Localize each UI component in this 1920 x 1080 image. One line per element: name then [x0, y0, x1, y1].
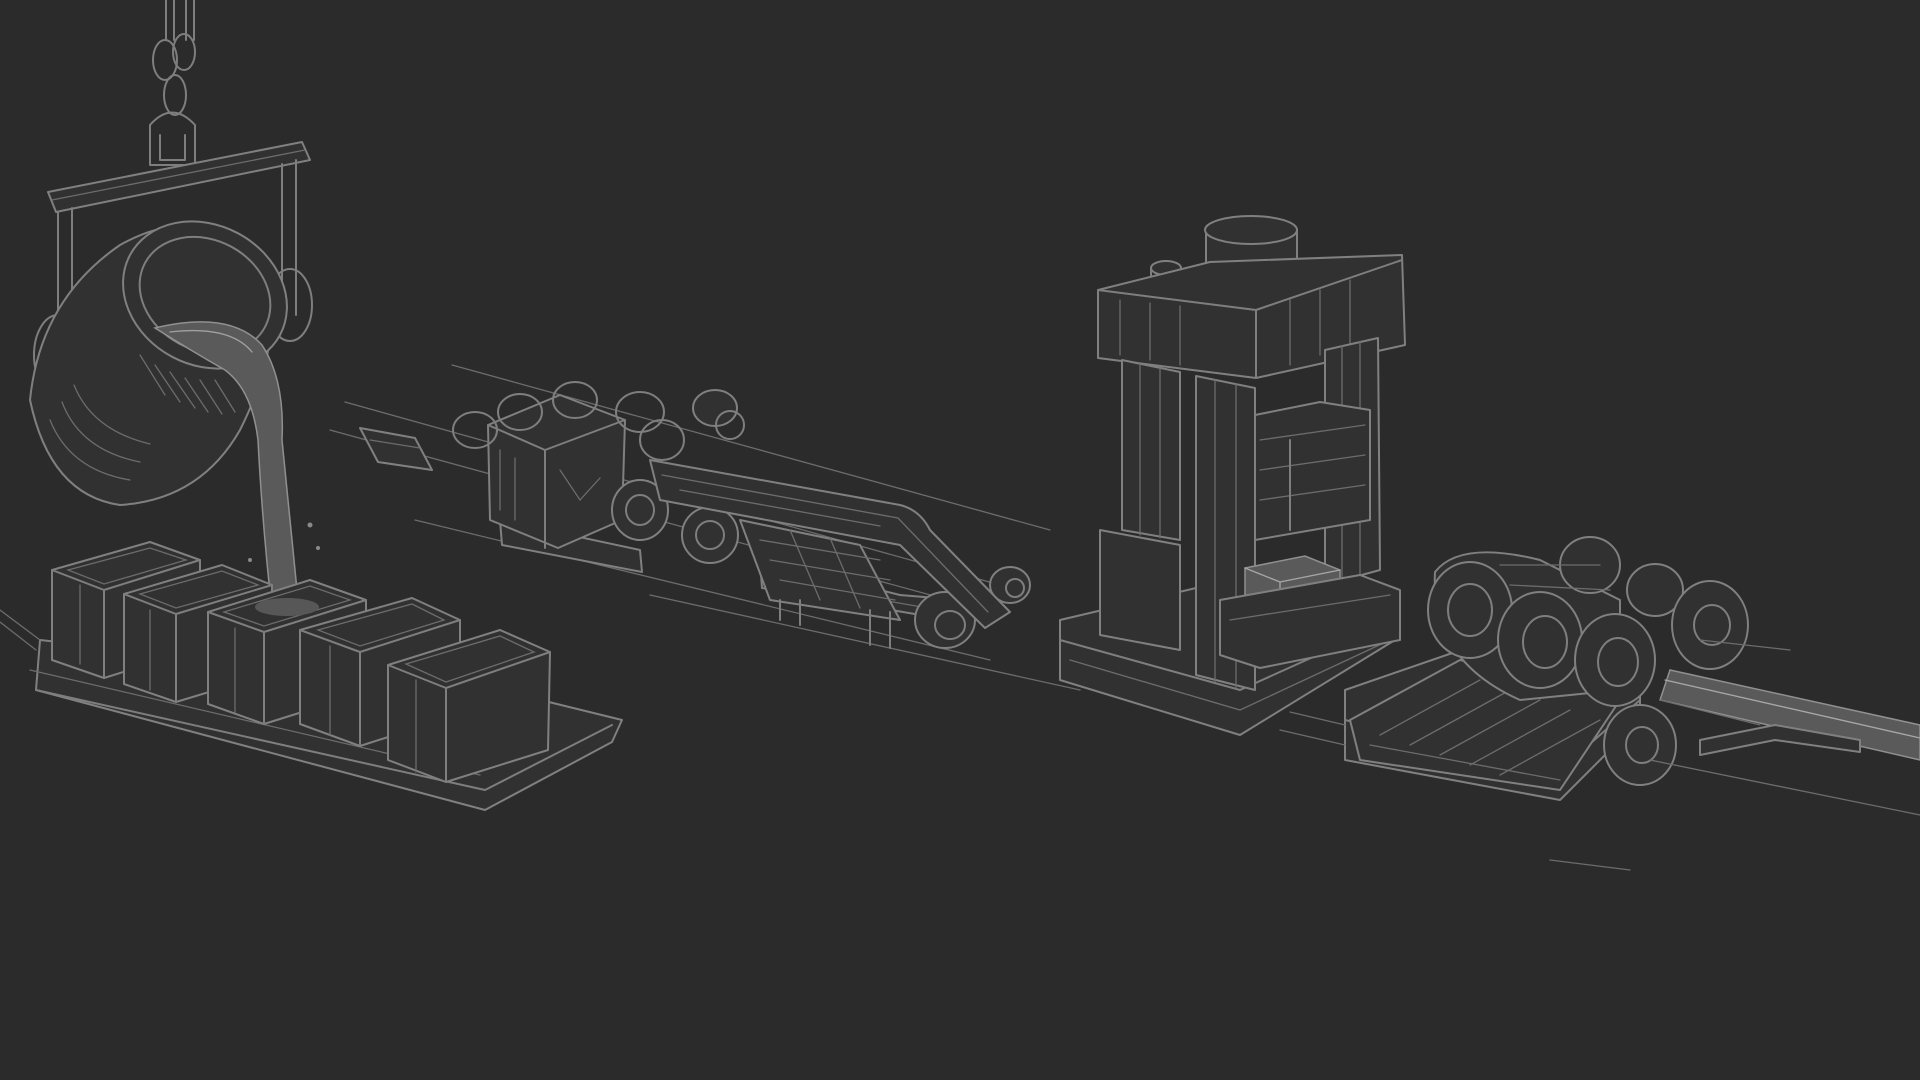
mill-outfeed-table: [1649, 639, 1920, 816]
mill-output-strip: [1659, 669, 1920, 761]
conveyor-chute: [649, 459, 1011, 629]
rolling-mill-stage: [1279, 536, 1920, 871]
press-crown: [1097, 254, 1406, 379]
conveyor-support-grid: [739, 519, 901, 649]
mold-5: [387, 629, 551, 783]
press-stage: [1059, 215, 1406, 736]
press-anvil: [1099, 529, 1401, 669]
mill-rollers: [1427, 536, 1749, 786]
ingot-molds: [51, 541, 551, 783]
crane-chain: [149, 0, 196, 166]
conveyor-stage: [329, 364, 1081, 691]
press-ram: [1254, 401, 1371, 541]
conveyor-rollers: [611, 389, 1031, 649]
ladle-stage: [0, 0, 623, 811]
